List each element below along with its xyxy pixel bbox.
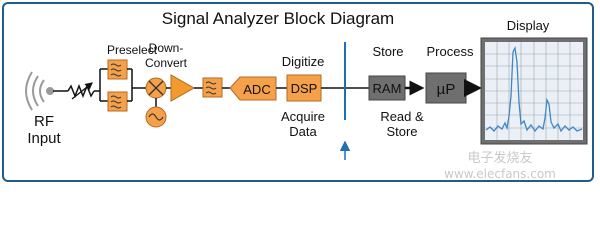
diagram-title: Signal Analyzer Block Diagram [162,9,394,28]
watermark-url: www.elecfans.com [444,167,556,181]
if-filter [202,77,223,98]
block-diagram: Signal Analyzer Block Diagram RF Input P… [25,9,588,181]
display-screen [480,37,588,145]
adc-block: ADC [229,76,277,101]
processor-label: µP [437,81,456,98]
antenna-icon [25,71,54,111]
down-convert-label-line1: Down- [149,41,184,55]
ram-block: RAM [368,75,406,101]
store-label: Store [372,44,403,59]
down-convert-label-line2: Convert [145,56,188,70]
process-label: Process [427,44,474,59]
preselect-filter-top [107,59,128,80]
ram-label: RAM [373,81,402,96]
mixer-icon [145,77,167,99]
read-store-label-line2: Store [386,124,417,139]
processor-block: µP [425,72,467,104]
amplifier-icon [170,74,196,102]
dsp-block: DSP [286,74,322,102]
read-store-label-line1: Read & [380,109,424,124]
watermark-text-cn: 电子发烧友 [467,150,532,166]
rf-input-label-line1: RF [34,113,54,130]
diagram-canvas: Signal Analyzer Block Diagram RF Input P… [2,2,594,182]
acquire-label-line2: Data [289,124,317,139]
adc-label: ADC [243,82,270,97]
digitize-label: Digitize [282,54,325,69]
spectrum-trace [485,45,583,133]
acquire-label-line1: Acquire [281,109,325,124]
watermark: 电子发烧友 www.elecfans.com [444,150,556,181]
display-label: Display [507,18,550,33]
preselect-filter-bottom [107,91,128,112]
preselect-label: Preselect [107,43,158,57]
local-oscillator-icon [145,106,167,128]
dsp-label: DSP [291,81,318,96]
rf-input-label-line2: Input [27,130,61,147]
display-grid [485,42,583,140]
